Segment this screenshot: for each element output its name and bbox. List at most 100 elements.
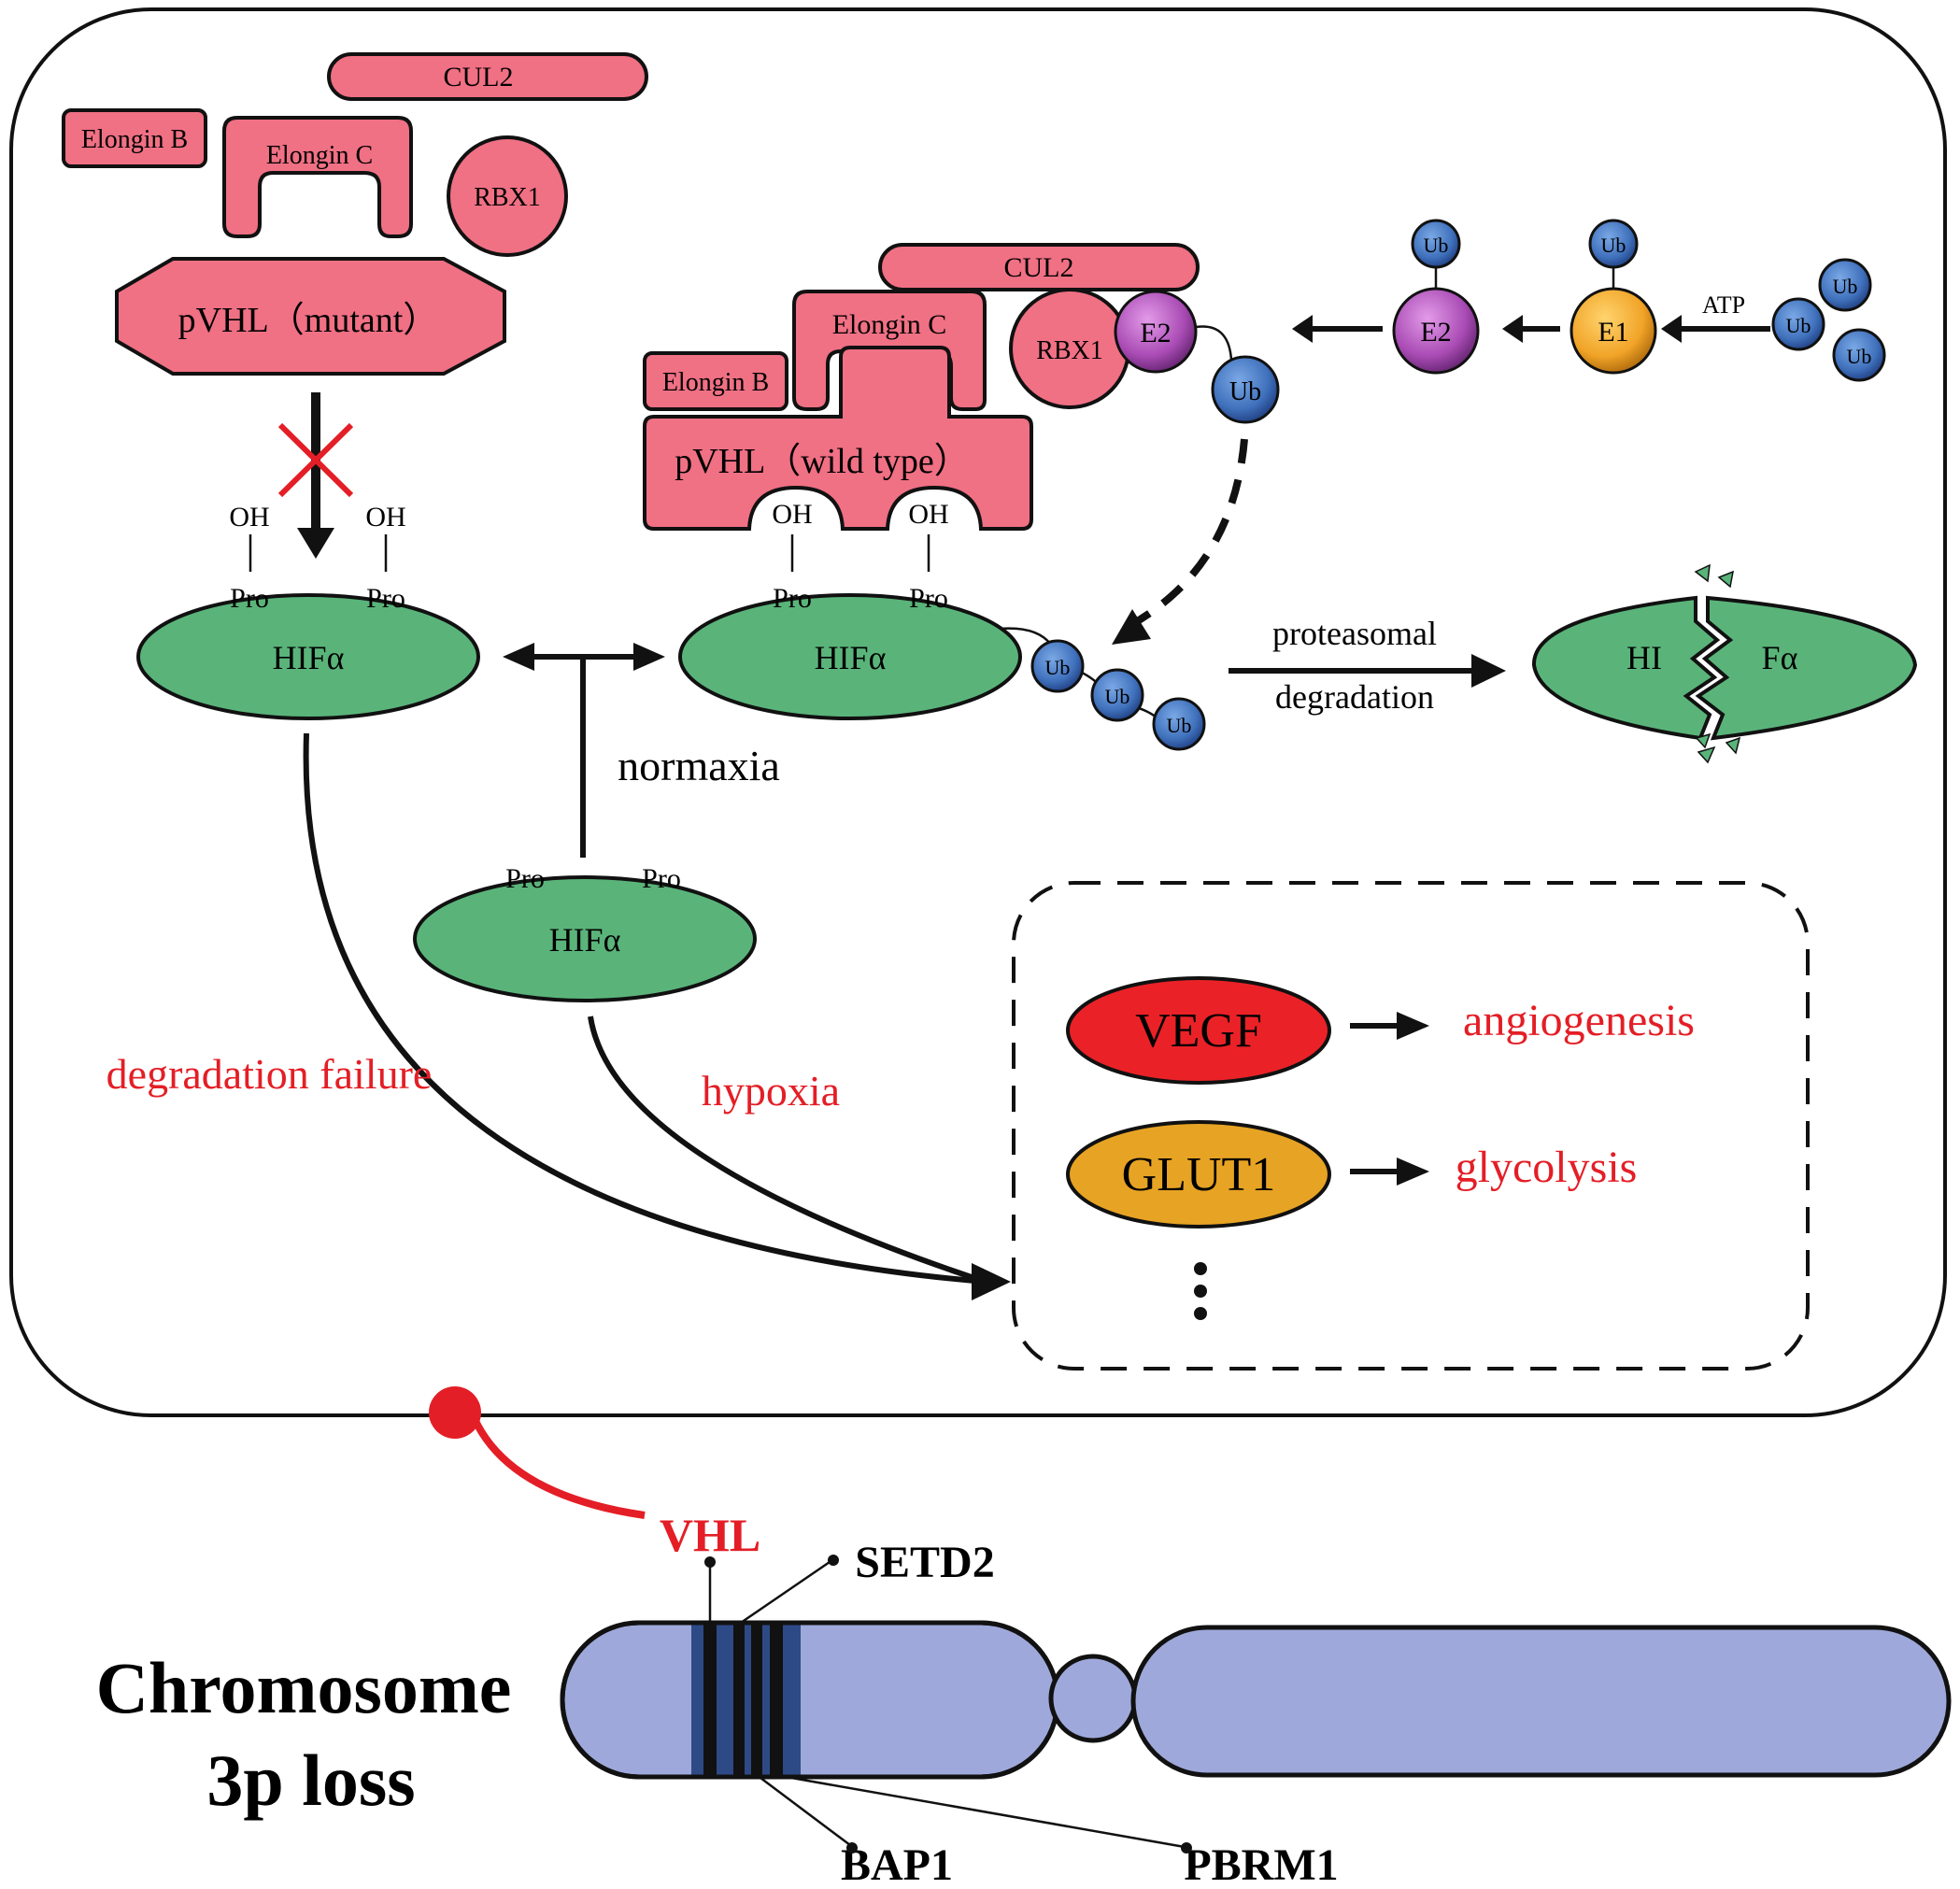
hypoxia-arrow (588, 1016, 987, 1285)
red-x-icon (277, 422, 354, 498)
hif-fragment-left-label: HI (1626, 639, 1662, 676)
glut1-label: GLUT1 (1122, 1148, 1276, 1201)
cell-boundary (9, 7, 1947, 1417)
elongin-b-mutant (62, 108, 207, 168)
proteasomal-label: proteasomal (1272, 615, 1437, 652)
ubiquitin-cascade: Ub Ub Ub ATP Ub E1 Ub E2 (1292, 219, 1886, 382)
hif-degraded: HI Fα (1531, 563, 1918, 764)
rbx1-mutant (447, 135, 568, 257)
hif-alpha-bottom (413, 875, 757, 1002)
band-vhl (703, 1625, 717, 1775)
ub-free-1 (1818, 258, 1872, 312)
band-bap1 (751, 1625, 762, 1775)
pvhl-wild-label: pVHL（wild type） (675, 442, 970, 481)
pro-label: Pro (366, 583, 405, 614)
more-genes-ellipsis (1194, 1262, 1207, 1320)
hif-fragment-right-label: Fα (1762, 639, 1798, 676)
setd2-label: SETD2 (855, 1538, 994, 1587)
band-setd2 (733, 1625, 745, 1775)
hif-bottom: Pro Pro HIFα (413, 863, 757, 1002)
wild-type-complex: CUL2 Elongin B Elongin C RBX1 pVHL（wild … (643, 243, 1200, 531)
pro-label: Pro (909, 583, 948, 614)
hif-alpha-left-label: HIFα (273, 639, 345, 676)
centromere (1048, 1654, 1138, 1743)
ub-on-e2-free-label: Ub (1424, 234, 1449, 257)
bap1-label: BAP1 (841, 1840, 953, 1889)
pvhl-wild (643, 346, 1033, 531)
glycolysis-label: glycolysis (1456, 1143, 1638, 1192)
ub-free-2-label: Ub (1786, 314, 1811, 337)
hif-left: OH OH Pro Pro HIFα (136, 502, 480, 720)
cul2-mutant (327, 52, 648, 101)
blocked-arrow-head (297, 528, 334, 559)
pvhl-mutant-label: pVHL（mutant） (178, 301, 439, 340)
vegf-gene (1066, 976, 1331, 1085)
degradation-failure-arrow (303, 732, 987, 1285)
hif-alpha-left (136, 593, 480, 720)
atp-label: ATP (1702, 291, 1745, 319)
e1-label: E1 (1598, 317, 1628, 348)
cul2-wild (878, 243, 1200, 291)
ub-chain-1 (1030, 639, 1085, 693)
cul2-mutant-label: CUL2 (444, 62, 514, 92)
ub-free-3 (1832, 328, 1886, 382)
hif-alpha-bottom-label: HIFα (549, 921, 621, 959)
elongin-c-wild-label: Elongin C (832, 309, 947, 340)
glut1-gene (1066, 1120, 1331, 1229)
hif-middle: OH OH Pro Pro HIFα (678, 499, 1022, 720)
pbrm1-label: PBRM1 (1184, 1840, 1338, 1889)
degradation-failure-label: degradation failure (107, 1050, 433, 1098)
pro-label: Pro (642, 863, 681, 894)
pro-label: Pro (505, 863, 545, 894)
ub-on-e1-label: Ub (1601, 234, 1626, 257)
ub-free-3-label: Ub (1847, 345, 1872, 368)
pro-label: Pro (773, 583, 812, 614)
e2-free-label: E2 (1420, 317, 1451, 348)
band-pbrm1 (770, 1625, 783, 1775)
ub-chain-2-label: Ub (1105, 685, 1130, 708)
chromosome-title-line2: 3p loss (206, 1740, 415, 1821)
ub-on-e2-free (1411, 219, 1461, 269)
chromosome-q-arm (1130, 1625, 1952, 1778)
ub-chain-3 (1152, 697, 1206, 751)
target-genes-box (1012, 881, 1810, 1371)
elongin-c-mutant (222, 116, 413, 238)
pvhl-mutant (115, 257, 506, 376)
oh-label: OH (229, 502, 269, 533)
e2-free (1392, 287, 1480, 375)
pro-label: Pro (230, 583, 269, 614)
ub-chain-3-label: Ub (1167, 714, 1192, 737)
ub-on-e2-label: Ub (1229, 377, 1261, 406)
oh-label: OH (772, 499, 812, 530)
e2-on-rbx1-label: E2 (1140, 318, 1171, 348)
ub-free-1-label: Ub (1833, 275, 1858, 298)
ub-chain-1-label: Ub (1045, 656, 1071, 679)
e2-on-rbx1 (1114, 290, 1198, 374)
vegf-label: VEGF (1135, 1004, 1262, 1058)
mutant-complex: CUL2 Elongin B Elongin C RBX1 pVHL（mutan… (62, 52, 648, 376)
chromosome-3p (560, 1620, 1952, 1780)
degradation-label: degradation (1275, 678, 1434, 716)
cul2-wild-label: CUL2 (1004, 252, 1074, 283)
elongin-b-wild (643, 351, 788, 411)
ub-on-e1 (1588, 219, 1639, 269)
oh-label: OH (908, 499, 948, 530)
rbx1-mutant-label: RBX1 (474, 183, 541, 212)
rbx1-wild-label: RBX1 (1036, 336, 1103, 365)
elongin-c-mutant-label: Elongin C (266, 141, 373, 170)
chromosome-title-line1: Chromosome (96, 1647, 512, 1728)
vhl-label: VHL (660, 1509, 760, 1561)
chromosome-p-arm (560, 1620, 1060, 1780)
elongin-b-mutant-label: Elongin B (81, 125, 188, 154)
hif-alpha-middle (678, 593, 1022, 720)
hif-alpha-middle-label: HIFα (815, 639, 887, 676)
ub-free-2 (1771, 297, 1825, 351)
oh-label: OH (365, 502, 405, 533)
ub-on-e2 (1211, 355, 1280, 424)
ub-transfer-arrow (1124, 438, 1248, 632)
vhl-link-dot (429, 1386, 481, 1439)
e1-enzyme (1569, 287, 1657, 375)
normaxia-label: normaxia (618, 742, 780, 789)
ub-chain-2 (1090, 668, 1144, 722)
angiogenesis-label: angiogenesis (1463, 996, 1695, 1045)
